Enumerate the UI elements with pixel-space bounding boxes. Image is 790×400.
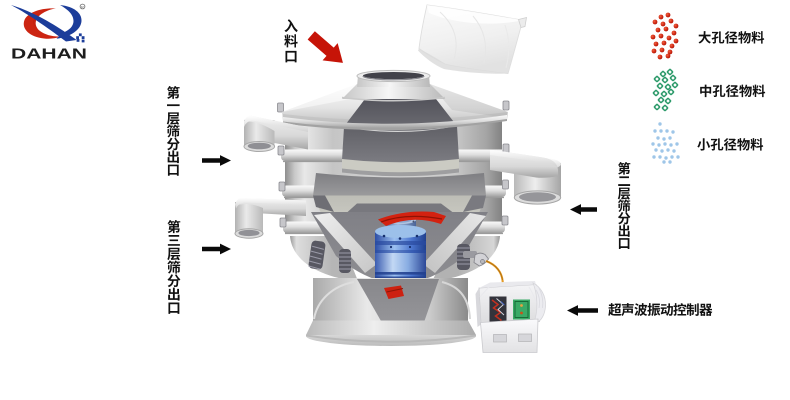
svg-text:R: R	[81, 4, 84, 9]
svg-text:DAHAN: DAHAN	[11, 46, 87, 63]
